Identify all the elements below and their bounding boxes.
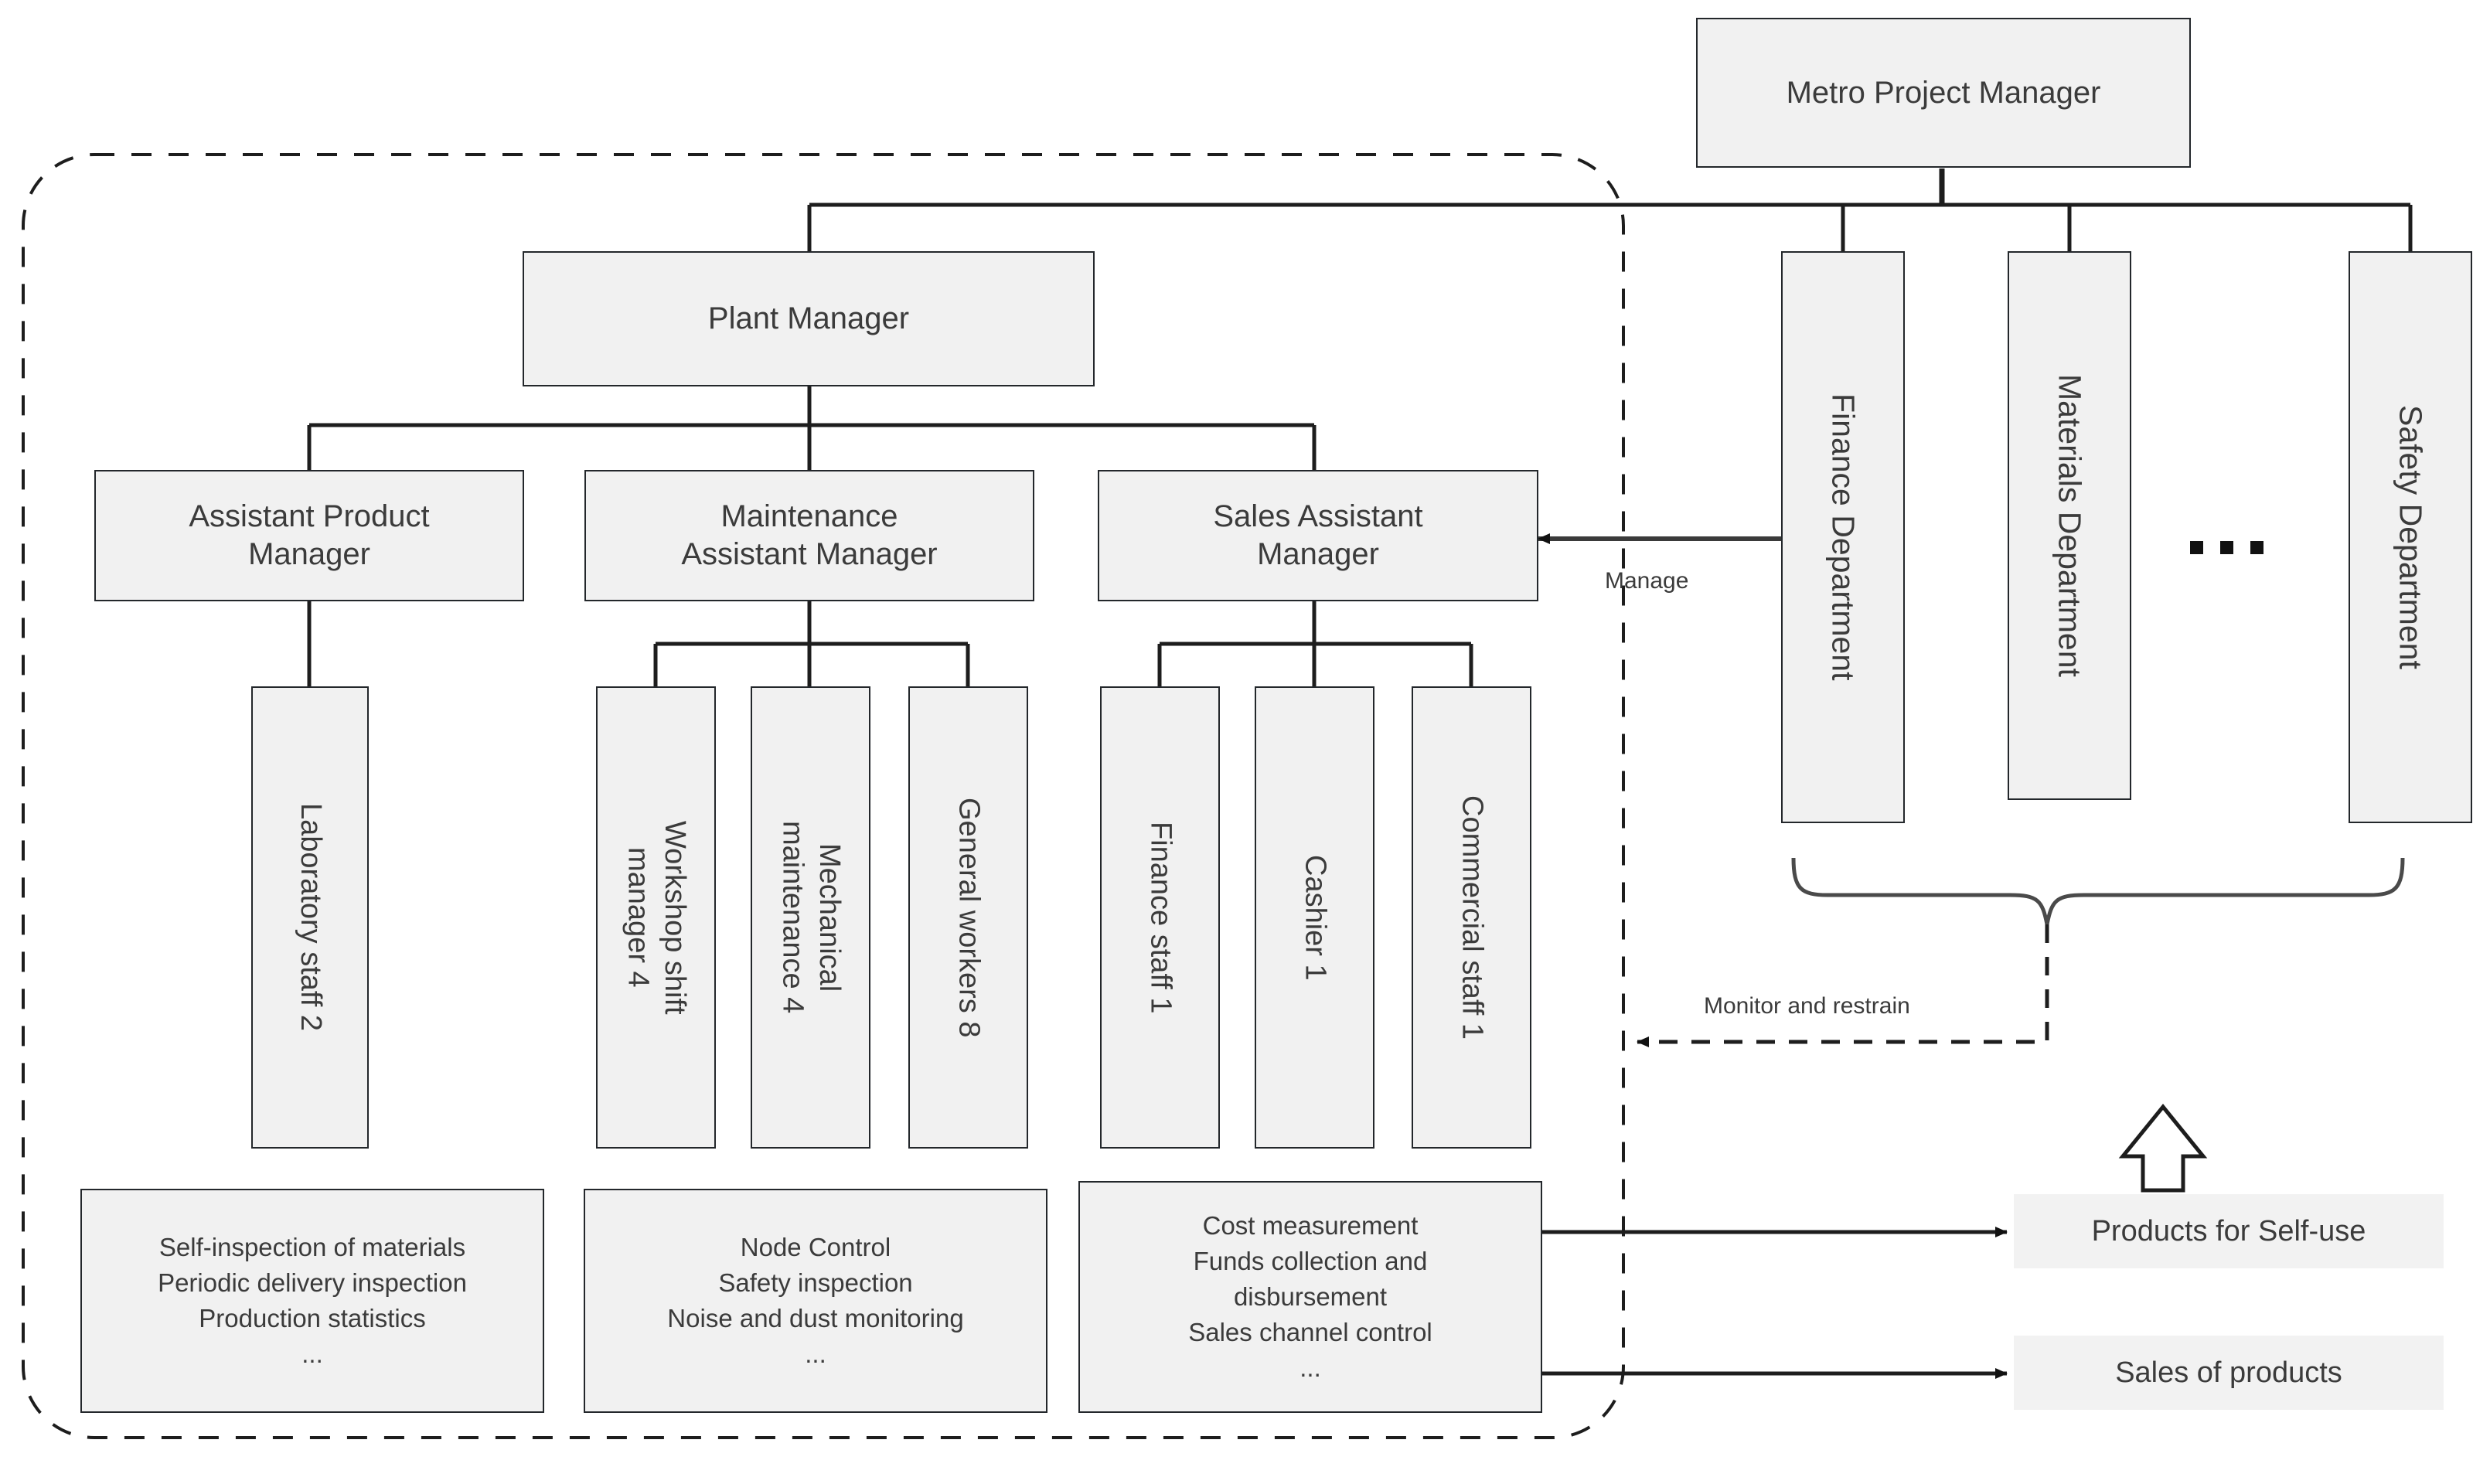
node-cashier[interactable]: Cashier 1: [1255, 686, 1374, 1149]
node-plant-manager[interactable]: Plant Manager: [523, 251, 1095, 386]
node-finance-staff[interactable]: Finance staff 1: [1100, 686, 1220, 1149]
duty-block-maintenance: Node Control Safety inspection Noise and…: [584, 1189, 1047, 1413]
node-general-workers[interactable]: General workers 8: [908, 686, 1028, 1149]
node-sales-of-products[interactable]: Sales of products: [2014, 1336, 2444, 1410]
edge-label-monitor-and-restrain: Monitor and restrain: [1704, 993, 1910, 1019]
products-up-arrow-icon: [2118, 1104, 2208, 1193]
node-materials-department[interactable]: Materials Department: [2008, 251, 2131, 800]
node-safety-department[interactable]: Safety Department: [2349, 251, 2472, 823]
node-finance-department[interactable]: Finance Department: [1781, 251, 1905, 823]
duty-block-sales: Cost measurement Funds collection and di…: [1078, 1181, 1542, 1413]
departments-brace: [1791, 857, 2405, 925]
more-departments-ellipsis-icon: [2190, 541, 2263, 554]
node-sales-assistant-manager[interactable]: Sales Assistant Manager: [1098, 470, 1538, 601]
edge-monitor-restrain: [1637, 924, 2049, 1047]
node-assistant-product-manager[interactable]: Assistant Product Manager: [94, 470, 524, 601]
duty-block-product: Self-inspection of materials Periodic de…: [80, 1189, 544, 1413]
node-mechanical-maintenance[interactable]: Mechanical maintenance 4: [751, 686, 870, 1149]
node-laboratory-staff[interactable]: Laboratory staff 2: [251, 686, 369, 1149]
node-maintenance-assistant-manager[interactable]: Maintenance Assistant Manager: [584, 470, 1034, 601]
edge-label-manage: Manage: [1605, 568, 1689, 594]
node-commercial-staff[interactable]: Commercial staff 1: [1412, 686, 1531, 1149]
node-products-for-self-use[interactable]: Products for Self-use: [2014, 1194, 2444, 1268]
node-workshop-shift-manager[interactable]: Workshop shift manager 4: [596, 686, 716, 1149]
node-metro-project-manager[interactable]: Metro Project Manager: [1696, 18, 2191, 168]
